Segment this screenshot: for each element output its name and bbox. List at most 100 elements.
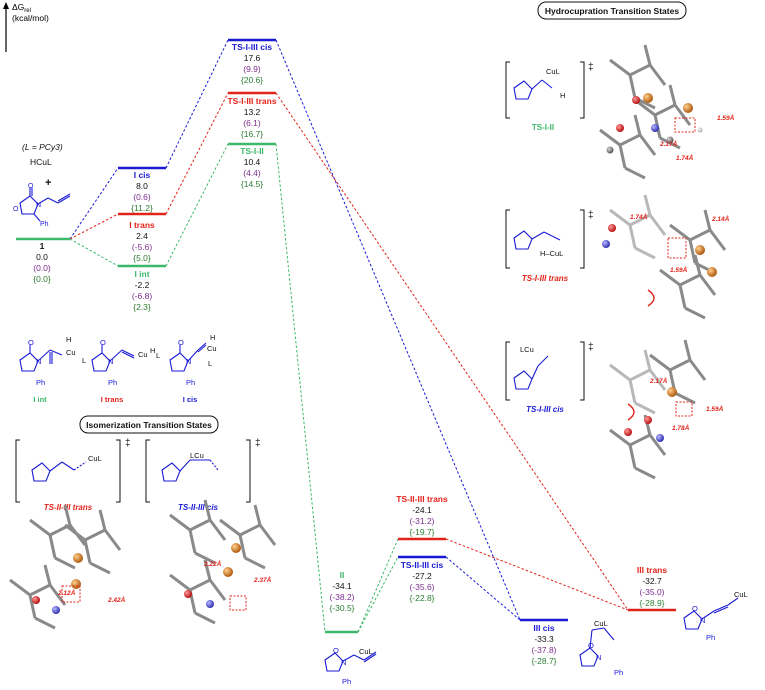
state-value: (-38.2): [329, 592, 354, 602]
state-ts-i-ii-label: TS-I-II 10.4 (4.4) {14.5}: [240, 146, 264, 189]
state-i-cis-label: I cis 8.0 (0.6) {11.2}: [131, 170, 153, 213]
structure-iii-cis: [579, 627, 615, 667]
svg-text:N: N: [108, 357, 113, 366]
svg-text:O: O: [13, 206, 19, 213]
state-value: {-19.7}: [409, 527, 434, 537]
svg-text:Ph: Ph: [614, 668, 623, 677]
structure-i-int: [19, 345, 63, 372]
hydrocupration-title: Hydrocupration Transition States: [545, 6, 679, 16]
svg-text:1.59Å: 1.59Å: [706, 404, 724, 413]
state-value: {-28.9}: [639, 598, 664, 608]
product-structure-text: O N Ph CuL CuL O N Ph O N Ph CuL: [333, 590, 748, 686]
state-name: I trans: [129, 220, 155, 230]
product-structures: [324, 597, 739, 672]
connector: [445, 556, 521, 621]
level-labels: 1 0.0 (0.0) {0.0} I cis 8.0 (0.6) {11.2}…: [33, 42, 667, 666]
svg-text:CuL: CuL: [734, 590, 748, 599]
state-value: {2.3}: [133, 302, 151, 312]
structure-ii: [324, 651, 377, 672]
state-value: (-31.2): [409, 516, 434, 526]
state-value: (9.9): [243, 64, 261, 74]
state-iii-cis-label: III cis -33.3 (-37.8) {-28.7}: [531, 623, 556, 666]
state-value: {-22.8}: [409, 593, 434, 603]
svg-text:N: N: [186, 357, 191, 366]
state-value: (-5.6): [132, 242, 152, 252]
plus-sign: +: [45, 177, 51, 189]
svg-text:2.42Å: 2.42Å: [107, 595, 126, 604]
molecule-ts-i-iii-cis: 2.17Å 1.59Å 1.78Å: [608, 338, 724, 480]
state-ts-i-iii-cis-label: TS-I-III cis 17.6 (9.9) {20.6}: [232, 42, 272, 85]
svg-text:CuL: CuL: [359, 647, 373, 656]
state-name: II: [340, 570, 345, 580]
state-iii-trans-label: III trans -32.7 (-35.0) {-28.9}: [637, 565, 668, 608]
state-value: {5.0}: [133, 253, 151, 263]
svg-text:2.12Å: 2.12Å: [57, 588, 76, 597]
state-value: (-37.8): [531, 645, 556, 655]
svg-text:L: L: [82, 356, 86, 365]
svg-text:CuL: CuL: [546, 67, 560, 76]
svg-text:H: H: [560, 91, 565, 100]
pathway-connectors: [69, 39, 629, 633]
connector: [69, 213, 119, 240]
svg-text:2.14Å: 2.14Å: [711, 214, 730, 223]
svg-text:‡: ‡: [588, 210, 594, 221]
svg-text:Ph: Ph: [108, 378, 117, 387]
hydrocupration-section: Hydrocupration Transition States ‡ ‡ ‡ C…: [505, 1, 687, 414]
connector: [357, 556, 399, 633]
molecule-ts-ii-iii-trans: 2.12Å 2.42Å: [8, 503, 126, 630]
svg-text:O: O: [28, 338, 34, 347]
state-name: I int: [134, 269, 149, 279]
state-value: -34.1: [332, 581, 352, 591]
svg-text:N: N: [36, 202, 41, 209]
state-ts-ii-iii-cis-label: TS-II-III cis -27.2 (-35.6) {-22.8}: [401, 560, 444, 603]
svg-text:CuL: CuL: [88, 454, 102, 463]
connector: [165, 92, 229, 215]
axis-label: ΔGrel: [12, 2, 31, 14]
state-value: 2.4: [136, 231, 148, 241]
state-value: {-30.5}: [329, 603, 354, 613]
structure-i-cis: [169, 342, 207, 372]
connector: [165, 39, 229, 169]
state-value: (-35.6): [409, 582, 434, 592]
structure-1: [19, 188, 71, 222]
state-value: (6.1): [243, 118, 261, 128]
connector: [275, 92, 629, 611]
molecule-ts-i-iii-trans: 1.74Å 2.14Å 1.59Å: [602, 193, 730, 320]
svg-text:L: L: [208, 359, 212, 368]
svg-text:L: L: [156, 351, 160, 360]
state-value: 0.0: [36, 252, 48, 262]
starting-materials: (L = PCy3) HCuL + O O N Ph: [13, 142, 71, 228]
isomerization-title: Isomerization Transition States: [86, 420, 212, 430]
svg-text:N: N: [341, 658, 346, 667]
svg-text:N: N: [700, 616, 705, 625]
svg-text:H: H: [66, 335, 71, 344]
state-name: TS-II-III cis: [401, 560, 444, 570]
state-1-label: 1 0.0 (0.0) {0.0}: [33, 241, 51, 284]
svg-text:H: H: [150, 346, 155, 355]
energy-levels: [16, 38, 676, 634]
state-name: III trans: [637, 565, 668, 575]
svg-text:1.74Å: 1.74Å: [630, 212, 648, 221]
svg-text:Ph: Ph: [40, 221, 49, 228]
structure-i-trans: [91, 345, 135, 372]
svg-text:O: O: [692, 604, 698, 613]
svg-text:LCu: LCu: [190, 451, 204, 460]
state-value: 10.4: [244, 157, 261, 167]
connector: [69, 238, 119, 267]
state-value: {0.0}: [33, 274, 51, 284]
label-i-trans: I trans: [101, 395, 124, 404]
state-value: {14.5}: [241, 179, 263, 189]
intermediate-structures: [19, 342, 207, 372]
state-value: 13.2: [244, 107, 261, 117]
state-i-int-label: I int -2.2 (-6.8) {2.3}: [132, 269, 152, 312]
svg-text:‡: ‡: [588, 62, 594, 73]
connector: [275, 143, 326, 633]
state-value: (4.4): [243, 168, 261, 178]
svg-text:CuL: CuL: [594, 619, 608, 628]
state-value: -2.2: [135, 280, 150, 290]
svg-text:Cu: Cu: [66, 348, 76, 357]
connector: [275, 39, 521, 621]
reagent-label: HCuL: [30, 157, 52, 167]
structure-iii-trans: [683, 597, 739, 630]
state-name: TS-I-II: [240, 146, 264, 156]
